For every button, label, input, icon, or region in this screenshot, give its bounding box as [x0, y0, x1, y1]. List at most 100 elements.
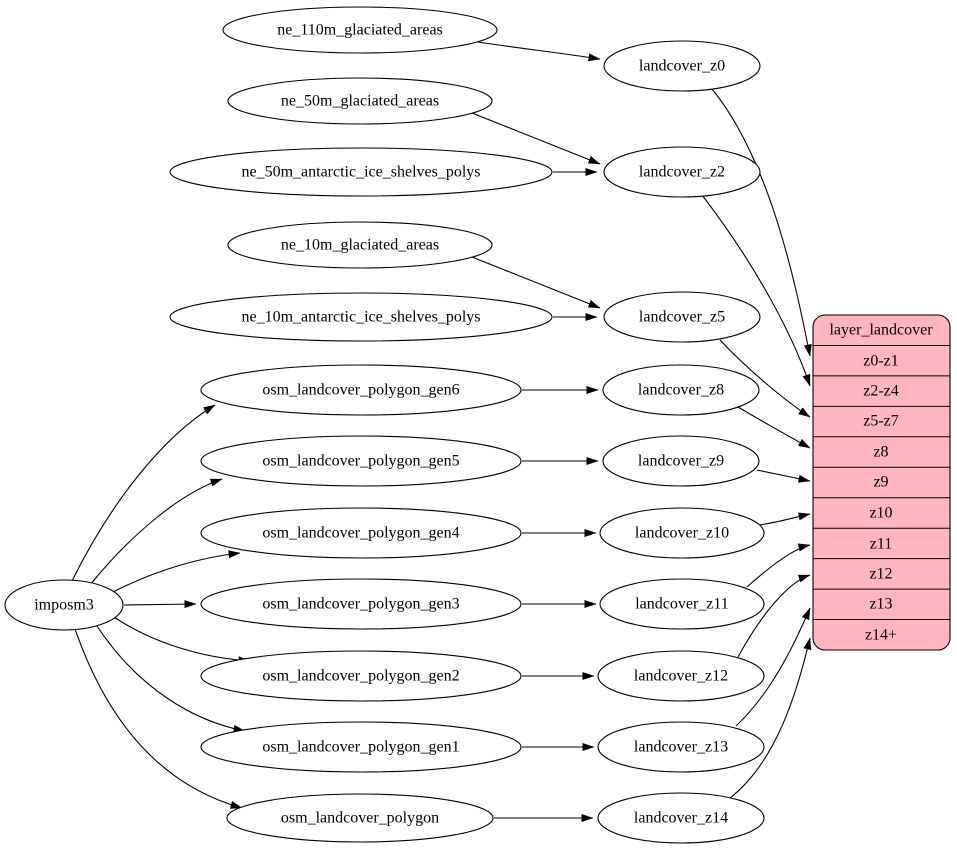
table-row-z13: z13	[869, 596, 892, 613]
node-ellipse	[597, 721, 765, 773]
node-ne_50m_glaciated_areas: ne_50m_glaciated_areas	[227, 77, 493, 125]
node-label: osm_landcover_polygon_gen6	[262, 382, 459, 399]
table-background	[812, 314, 951, 651]
table-row-z5-z7: z5-z7	[863, 413, 899, 430]
node-ellipse	[597, 792, 765, 844]
edge-imposm3-osm_landcover_polygon_gen6	[71, 404, 216, 582]
node-landcover_z8: landcover_z8	[602, 364, 760, 416]
node-label: landcover_z8	[638, 382, 724, 399]
edge-landcover_z9-row-z9	[756, 469, 811, 483]
node-landcover_z13: landcover_z13	[597, 721, 765, 773]
edge-imposm3-osm_landcover_polygon_gen4	[112, 550, 241, 593]
edge-imposm3-osm_landcover_polygon_gen2	[113, 616, 251, 665]
node-landcover_z5: landcover_z5	[603, 291, 761, 343]
table-row-z12: z12	[869, 566, 892, 583]
node-ellipse	[222, 6, 498, 54]
node-label: ne_10m_antarctic_ice_shelves_polys	[241, 309, 480, 326]
edge-landcover_z11-row-z11	[746, 543, 811, 588]
node-label: ne_50m_antarctic_ice_shelves_polys	[241, 164, 480, 181]
node-label: landcover_z10	[635, 525, 729, 542]
node-osm_landcover_polygon_gen3: osm_landcover_polygon_gen3	[200, 578, 522, 630]
edge-landcover_z10-row-z10	[758, 512, 811, 526]
node-ellipse	[227, 77, 493, 125]
table-title: layer_landcover	[829, 322, 933, 339]
node-ne_110m_glaciated_areas: ne_110m_glaciated_areas	[222, 6, 498, 54]
node-label: landcover_z12	[634, 668, 728, 685]
node-label: osm_landcover_polygon_gen2	[262, 668, 459, 685]
node-ellipse	[4, 579, 124, 631]
table-row-z11: z11	[870, 536, 893, 553]
node-ellipse	[603, 40, 761, 92]
node-ellipse	[200, 435, 522, 487]
node-label: landcover_z5	[639, 309, 725, 326]
node-ellipse	[602, 435, 760, 487]
node-label: landcover_z9	[638, 453, 724, 470]
node-label: landcover_z0	[639, 58, 725, 75]
node-ellipse	[227, 221, 493, 269]
node-landcover_z11: landcover_z11	[599, 578, 765, 630]
node-ellipse	[603, 291, 761, 343]
edge-landcover_z12-row-z12	[737, 574, 811, 658]
table-row-z14plus: z14+	[865, 627, 897, 644]
node-landcover_z9: landcover_z9	[602, 435, 760, 487]
edge-imposm3-osm_landcover_polygon_gen5	[89, 478, 223, 586]
edge-imposm3-osm_landcover_polygon_gen1	[96, 625, 246, 733]
node-label: imposm3	[34, 597, 94, 614]
node-imposm3: imposm3	[4, 579, 124, 631]
node-label: osm_landcover_polygon_gen3	[262, 596, 459, 613]
node-ellipse	[226, 793, 494, 843]
edge-landcover_z0-row-z0-z1	[711, 88, 812, 357]
node-landcover_z12: landcover_z12	[597, 650, 765, 702]
node-ellipse	[599, 578, 765, 630]
node-ne_50m_antarctic_ice_shelves_polys: ne_50m_antarctic_ice_shelves_polys	[169, 147, 553, 197]
table-layer_landcover: layer_landcover z0-z1 z2-z4 z5-z7 z8 z9 …	[812, 314, 951, 651]
node-ellipse	[603, 146, 761, 198]
node-label: landcover_z11	[635, 596, 729, 613]
node-label: osm_landcover_polygon_gen4	[262, 525, 459, 542]
table-row-z0-z1: z0-z1	[863, 353, 899, 370]
edge-ne_50m_glaciated_areas-landcover_z2	[471, 112, 601, 165]
edge-landcover_z13-row-z13	[735, 607, 811, 727]
node-ellipse	[200, 507, 522, 559]
node-ellipse	[200, 364, 522, 416]
node-osm_landcover_polygon_gen6: osm_landcover_polygon_gen6	[200, 364, 522, 416]
edges-layer	[71, 41, 812, 822]
table-row-z10: z10	[869, 505, 892, 522]
node-ellipse	[200, 650, 522, 702]
node-ne_10m_glaciated_areas: ne_10m_glaciated_areas	[227, 221, 493, 269]
node-label: ne_50m_glaciated_areas	[281, 93, 439, 110]
edge-imposm3-osm_landcover_polygon	[74, 628, 243, 809]
table-row-z8: z8	[873, 444, 888, 461]
node-landcover_z10: landcover_z10	[599, 507, 765, 559]
node-label: landcover_z13	[634, 739, 728, 756]
edge-landcover_z2-row-z2-z4	[701, 194, 811, 387]
node-label: osm_landcover_polygon	[281, 810, 439, 827]
edge-imposm3-osm_landcover_polygon_gen3	[123, 600, 197, 609]
node-osm_landcover_polygon_gen5: osm_landcover_polygon_gen5	[200, 435, 522, 487]
node-ellipse	[169, 292, 553, 342]
node-ellipse	[599, 507, 765, 559]
node-label: ne_10m_glaciated_areas	[281, 237, 439, 254]
node-landcover_z0: landcover_z0	[603, 40, 761, 92]
node-ellipse	[169, 147, 553, 197]
node-osm_landcover_polygon_gen4: osm_landcover_polygon_gen4	[200, 507, 522, 559]
node-ellipse	[200, 721, 522, 773]
node-landcover_z2: landcover_z2	[603, 146, 761, 198]
node-osm_landcover_polygon_gen1: osm_landcover_polygon_gen1	[200, 721, 522, 773]
node-label: osm_landcover_polygon_gen5	[262, 453, 459, 470]
node-ellipse	[200, 578, 522, 630]
node-label: landcover_z14	[634, 810, 728, 827]
node-ellipse	[597, 650, 765, 702]
table-row-z2-z4: z2-z4	[863, 383, 899, 400]
edge-landcover_z14-row-z14plus	[729, 637, 812, 799]
edge-ne_110m_glaciated_areas-landcover_z0	[477, 41, 601, 62]
edge-landcover_z5-row-z5-z7	[719, 339, 811, 418]
node-landcover_z14: landcover_z14	[597, 792, 765, 844]
edge-landcover_z8-row-z8	[737, 406, 811, 449]
node-ellipse	[602, 364, 760, 416]
table-row-z9: z9	[873, 474, 888, 491]
edge-ne_10m_glaciated_areas-landcover_z5	[471, 256, 601, 309]
node-ne_10m_antarctic_ice_shelves_polys: ne_10m_antarctic_ice_shelves_polys	[169, 292, 553, 342]
